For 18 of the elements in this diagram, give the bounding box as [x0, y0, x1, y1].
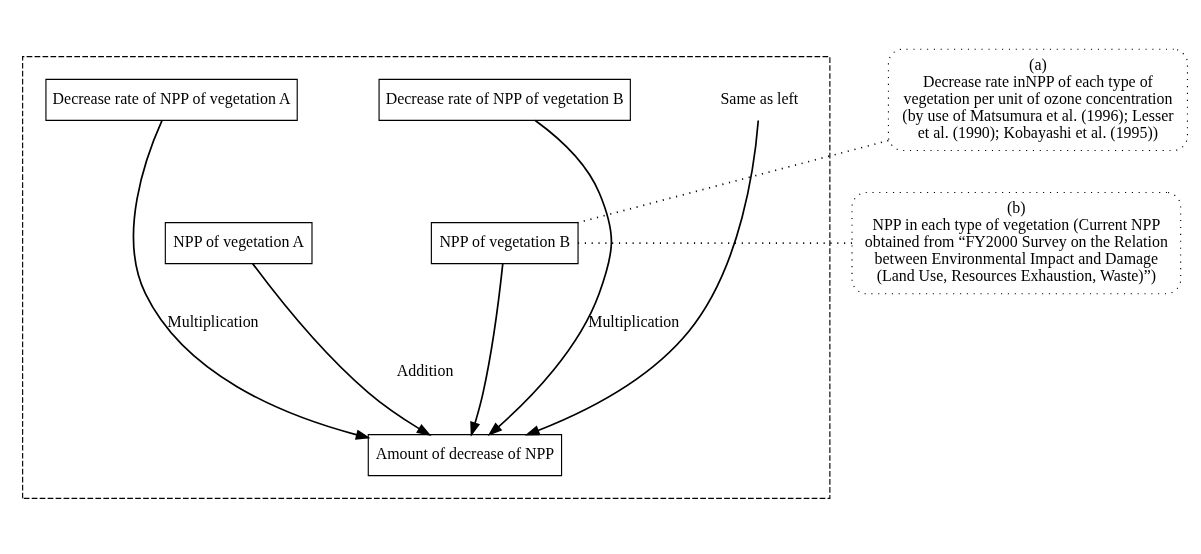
node-box: NPP of vegetation A	[164, 221, 313, 264]
connector	[577, 241, 853, 244]
arrow	[470, 262, 504, 437]
label: Addition	[396, 361, 454, 379]
arrow	[132, 119, 371, 440]
arrow	[251, 262, 432, 436]
edge-label: Multiplication	[167, 312, 259, 330]
arrow	[487, 119, 613, 436]
cluster	[22, 55, 831, 499]
node-box: NPP of vegetation B	[430, 221, 579, 264]
arrow	[524, 119, 760, 436]
node-text: Same as left	[720, 89, 799, 107]
node-box: (b) NPP in each type of vegetation (Current NPP obtained from “FY2000 Survey on the Relation between Environmental Impact and Damage (Land Use, Resources Exhaustion, Waste)”)	[851, 191, 1182, 294]
node-box: Decrease rate of NPP of vegetation B	[378, 78, 631, 121]
node-box: Decrease rate of NPP of vegetation A	[45, 78, 298, 121]
node-box: Amount of decrease of NPP	[367, 433, 563, 476]
edge-label: Multiplication	[588, 312, 680, 330]
node-box: (a) Decrease rate inNPP of each type of vegetation per unit of ozone concentration (by use of Matsumura et al. (1996); Lesser et al. (1990); Kobayashi et al. (1995))	[887, 48, 1189, 151]
